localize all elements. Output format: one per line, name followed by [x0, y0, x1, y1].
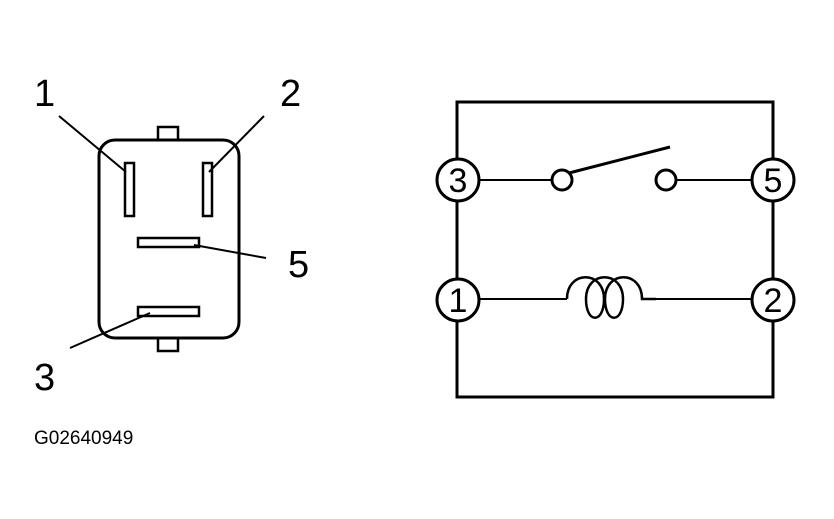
leader-line-3: [69, 312, 151, 349]
terminal-blade-3: [136, 305, 201, 318]
terminal-blade-2: [201, 161, 214, 218]
leader-line-5: [193, 244, 267, 259]
schematic-frame: [455, 100, 775, 399]
switch-contact-fixed: [550, 168, 574, 192]
relay-coil: [565, 276, 656, 319]
switch-contact-open: [654, 168, 678, 192]
terminal-label-2: 2: [764, 282, 783, 320]
connector-view: [58, 115, 267, 353]
figure-code: G02640949: [34, 428, 133, 449]
terminal-label-1: 1: [449, 282, 468, 320]
terminal-circle-1: [435, 277, 481, 323]
terminal-circle-2: [750, 277, 796, 323]
leader-line-2: [208, 115, 265, 173]
relay-schematic: [435, 100, 796, 399]
terminal-label-3: 3: [449, 162, 468, 200]
leader-line-1: [58, 115, 127, 173]
pin-label-2: 2: [280, 73, 301, 115]
pin-label-5: 5: [288, 244, 309, 286]
terminal-blade-1: [123, 161, 136, 218]
terminal-circle-5: [750, 157, 796, 203]
pin-label-3: 3: [34, 357, 55, 399]
terminal-circle-3: [435, 157, 481, 203]
switch-arm: [568, 145, 671, 175]
pin-label-1: 1: [34, 73, 55, 115]
terminal-blade-5: [136, 236, 201, 249]
terminal-label-5: 5: [764, 162, 783, 200]
